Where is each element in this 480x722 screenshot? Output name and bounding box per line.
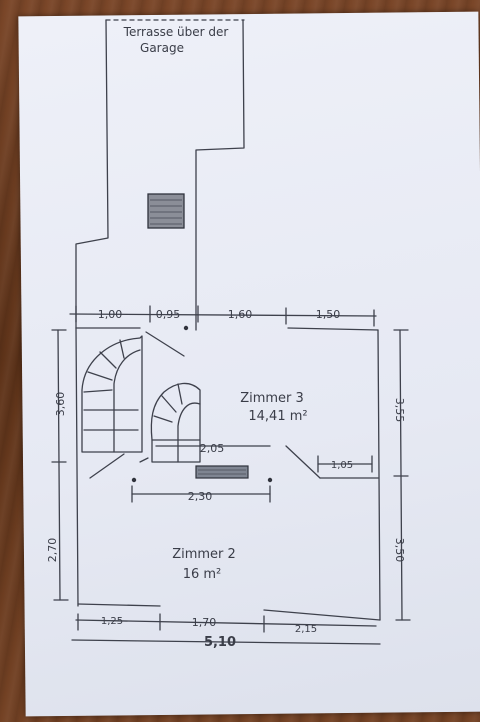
dim-line-left <box>57 329 61 601</box>
stair-1-diag <box>89 453 125 479</box>
dim-ticks-230 <box>131 485 271 503</box>
dim-ticks-left <box>51 329 69 601</box>
outer-wall-bottom-left <box>77 603 161 607</box>
room-3-name: Zimmer 3 <box>240 391 304 406</box>
hatched-chimney-square <box>147 193 185 229</box>
dim-inner-105: 1,05 <box>331 460 353 471</box>
dim-ticks-bottom <box>77 613 265 633</box>
room-2-area: 16 m² <box>183 567 222 582</box>
terrace-outline-right <box>195 19 245 331</box>
stair-2-lines <box>151 383 201 441</box>
dim-ticks-right <box>393 329 411 621</box>
marker-dot <box>183 325 189 331</box>
room-3-area: 14,41 m² <box>248 409 307 424</box>
outer-wall-bottom-right <box>263 609 381 621</box>
dim-total-width: 5,10 <box>204 635 236 650</box>
marker-dot <box>267 477 273 483</box>
dim-ticks-top <box>75 305 375 327</box>
outer-wall-top-right <box>287 327 379 331</box>
dim-line-right <box>399 329 403 621</box>
dim-inner-205: 2,05 <box>200 442 225 455</box>
dim-bottom-2: 1,70 <box>192 616 217 629</box>
zimmer-3-diagonal-wall <box>285 445 321 479</box>
dim-line-total <box>71 639 381 645</box>
dim-bottom-1: 1,25 <box>101 616 123 627</box>
hatched-beam <box>195 465 249 479</box>
stair-2-curve <box>177 402 201 463</box>
stair-1-outer <box>81 335 143 453</box>
inner-wall-diag <box>139 457 149 463</box>
dim-top-3: 1,60 <box>228 308 253 321</box>
dim-bottom-3: 2,15 <box>295 624 317 635</box>
dim-line-bottom <box>75 619 377 627</box>
terrace-label-line2: Garage <box>140 41 184 55</box>
dim-right-lower: 3,50 <box>393 538 406 563</box>
stair-1-railing <box>145 331 185 357</box>
marker-dot <box>131 477 137 483</box>
terrace-label-line1: Terrasse über der <box>123 25 229 39</box>
outer-wall-left <box>75 327 79 607</box>
dim-line-top <box>69 313 377 317</box>
outer-wall-right <box>377 329 381 621</box>
room-2-name: Zimmer 2 <box>172 547 236 562</box>
dim-left-upper: 3,60 <box>54 392 67 417</box>
dim-inner-230: 2,30 <box>188 490 213 503</box>
stair-2-outer <box>150 382 201 463</box>
dim-top-2: 0,95 <box>156 308 181 321</box>
stair-1-curve <box>113 349 141 453</box>
dim-ticks-105 <box>317 455 373 473</box>
terrace-outline <box>75 19 109 329</box>
dim-top-1: 1,00 <box>98 308 123 321</box>
dim-right-upper: 3,55 <box>393 398 406 423</box>
dim-left-lower: 2,70 <box>46 538 59 563</box>
dim-top-4: 1,50 <box>316 308 341 321</box>
stair-1-lines <box>83 339 139 431</box>
